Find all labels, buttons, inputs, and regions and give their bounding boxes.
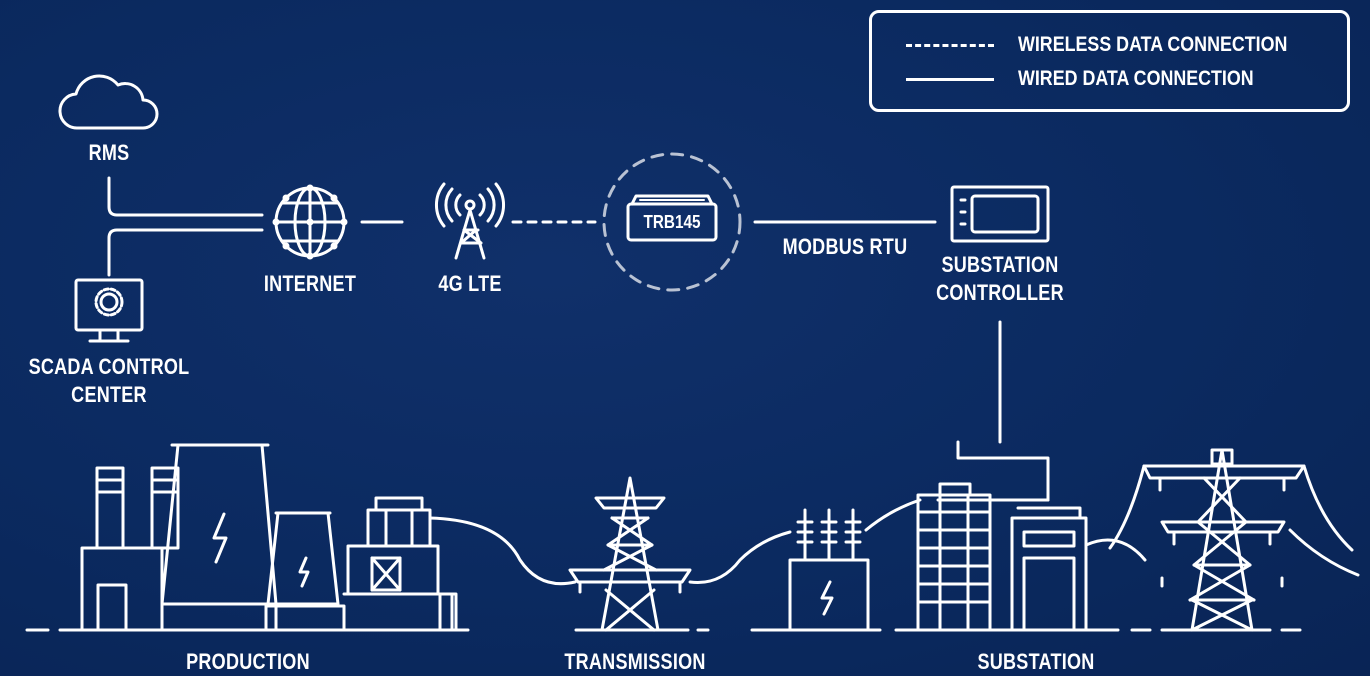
internet-label: INTERNET [263,271,357,296]
globe-icon [272,184,348,260]
substation-icon [788,440,1360,632]
scada-monitor-icon [74,278,144,343]
legend-wireless: WIRELESS DATA CONNECTION [900,30,1340,60]
controller-icon [950,185,1050,243]
power-plant-icon [80,443,577,632]
solid-line-swatch [906,78,994,81]
legend-wired: WIRED DATA CONNECTION [900,64,1340,94]
router-label: TRB145 [643,212,701,232]
controller-label-line1: SUBSTATION [941,252,1059,277]
lte-label: 4G LTE [438,271,502,296]
controller-label-line2: CONTROLLER [936,280,1064,305]
transmission-tower-icon [568,476,792,632]
section-production: PRODUCTION [186,649,310,674]
scada-label-line1: SCADA CONTROL [28,354,190,379]
cell-tower-icon [434,182,506,260]
section-transmission: TRANSMISSION [564,649,706,674]
rms-label: RMS [88,140,130,165]
dashed-line-swatch [906,44,994,47]
router-icon [602,152,742,292]
legend-wireless-label: WIRELESS DATA CONNECTION [1018,33,1288,56]
legend: WIRELESS DATA CONNECTION WIRED DATA CONN… [869,10,1350,112]
legend-wired-label: WIRED DATA CONNECTION [1018,67,1254,90]
wired-connections [107,176,1002,444]
cloud-icon [58,74,159,130]
scada-label-line2: CENTER [71,382,147,407]
modbus-label: MODBUS RTU [782,234,908,259]
section-substation: SUBSTATION [977,649,1095,674]
